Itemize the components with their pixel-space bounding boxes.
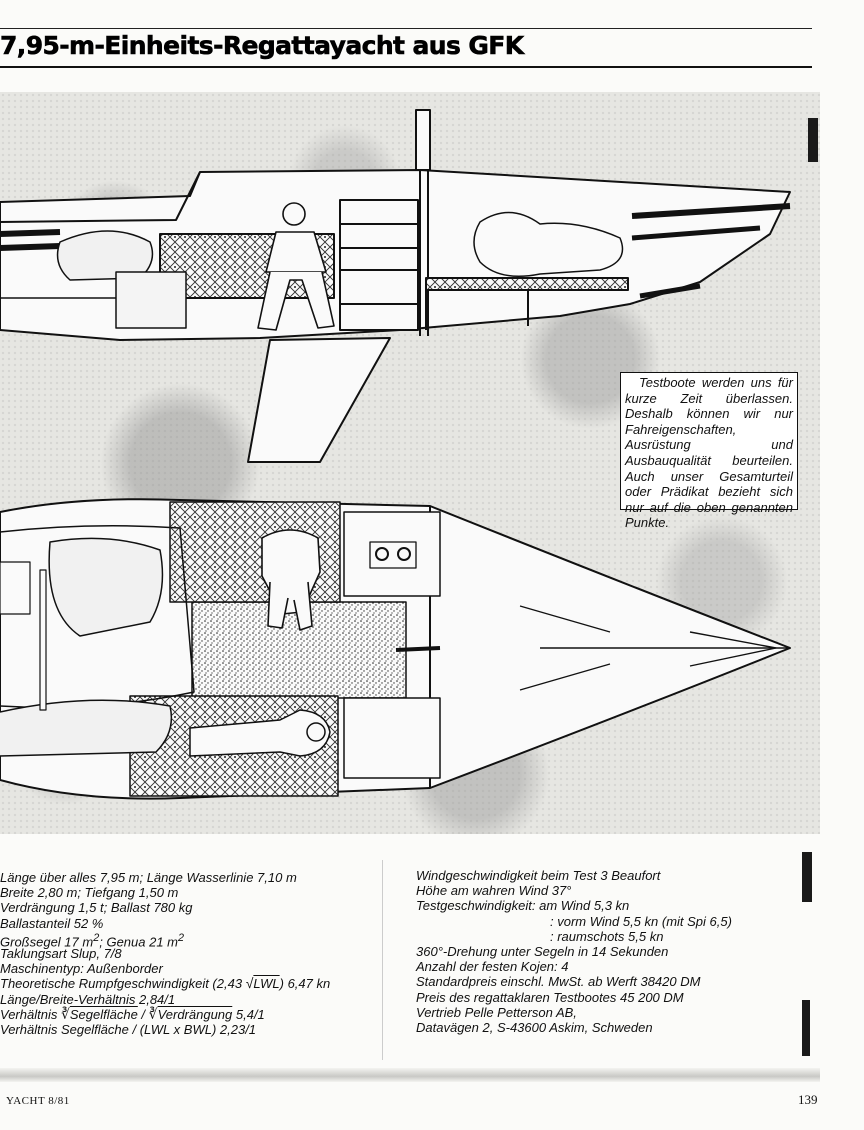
side-keel	[247, 337, 391, 463]
spec-radicand: Segelfläche	[69, 1006, 138, 1022]
footer-band	[0, 1068, 820, 1082]
spec-text: ; Genua 21 m	[99, 934, 179, 950]
headline: 7,95-m-Einheits-Regattayacht aus GFK	[0, 31, 524, 61]
spec-line-ratio: Verhältnis ∛Segelfläche / ∛Verdrängung 5…	[0, 1005, 380, 1022]
spec-superscript: 2	[178, 931, 185, 944]
spec-text: Großsegel 17 m	[0, 934, 94, 950]
spec-text: 5,4/1	[232, 1006, 265, 1022]
spec-radicand: Verdrängung	[157, 1006, 233, 1022]
side-mast	[415, 109, 431, 171]
column-divider	[382, 860, 383, 1060]
specs-right-column: Windgeschwindigkeit beim Test 3 Beaufort…	[416, 868, 796, 1035]
spec-line: : raumschots 5,5 kn	[550, 928, 664, 944]
spec-line: Standardpreis einschl. MwSt. ab Werft 38…	[416, 974, 701, 990]
side-seated-figure	[257, 202, 335, 331]
spec-line: Anzahl der festen Kojen: 4	[416, 959, 569, 975]
spec-line: Länge/Breite-Verhältnis 2,84/1	[0, 991, 176, 1007]
right-edge-mark-middle	[802, 852, 812, 902]
headline-rule-top	[0, 28, 812, 29]
plan-reclining-figure	[189, 709, 331, 757]
spec-line: Testgeschwindigkeit: am Wind 5,3 kn	[416, 898, 630, 914]
headline-rule-bottom	[0, 66, 812, 68]
square-root-sign: √	[245, 975, 254, 992]
right-edge-mark-bottom	[802, 1000, 810, 1056]
spec-line: Preis des regattaklaren Testbootes 45 20…	[416, 989, 684, 1005]
spec-superscript: 2	[93, 931, 100, 944]
spec-text: ) 6,47 kn	[279, 976, 331, 992]
spec-line: Verhältnis Segelfläche / (LWL x BWL) 2,2…	[0, 1021, 257, 1037]
spec-text: /	[137, 1006, 149, 1022]
plan-crouching-figure	[261, 529, 321, 631]
spec-radicand: LWL	[253, 976, 280, 992]
cube-root-sign: ∛	[60, 1005, 70, 1022]
spec-line-sail-area: Großsegel 17 m2; Genua 21 m2	[0, 931, 380, 950]
spec-line: Ballastanteil 52 %	[0, 915, 104, 931]
magazine-issue: YACHT 8/81	[6, 1095, 70, 1107]
right-edge-mark-top	[808, 118, 818, 162]
spec-line-hull-speed: Theoretische Rumpfgeschwindigkeit (2,43 …	[0, 975, 380, 992]
yacht-drawing	[0, 109, 791, 800]
side-stripe	[631, 203, 791, 219]
spec-line: 360°-Drehung unter Segeln in 14 Sekunden	[416, 943, 669, 959]
spec-text: Theoretische Rumpfgeschwindigkeit (2,43	[0, 976, 246, 992]
page-number: 139	[798, 1092, 818, 1107]
spec-line: Vertrieb Pelle Petterson AB,	[416, 1004, 577, 1020]
spec-line: Verdrängung 1,5 t; Ballast 780 kg	[0, 900, 193, 916]
side-deckhouse	[0, 171, 201, 223]
spec-line: Länge über alles 7,95 m; Länge Wasserlin…	[0, 870, 297, 885]
specs-left-column: Länge über alles 7,95 m; Länge Wasserlin…	[0, 870, 380, 1037]
spec-text: Verhältnis	[0, 1006, 61, 1022]
spec-line: : vorm Wind 5,5 kn (mit Spi 6,5)	[550, 913, 732, 929]
spec-line: Breite 2,80 m; Tiefgang 1,50 m	[0, 885, 179, 901]
spec-line: Windgeschwindigkeit beim Test 3 Beaufort	[416, 868, 661, 883]
spec-line: Höhe am wahren Wind 37°	[416, 883, 572, 899]
spec-line: Taklungsart Slup, 7/8	[0, 945, 122, 961]
side-sailbag	[473, 211, 624, 277]
test-notice-box: Testboote werden uns für kurze Zeit über…	[620, 372, 798, 530]
spec-line: Maschinentyp: Außenborder	[0, 961, 163, 977]
spec-line: Datavägen 2, S-43600 Askim, Schweden	[416, 1019, 653, 1035]
cube-root-sign: ∛	[148, 1005, 158, 1022]
